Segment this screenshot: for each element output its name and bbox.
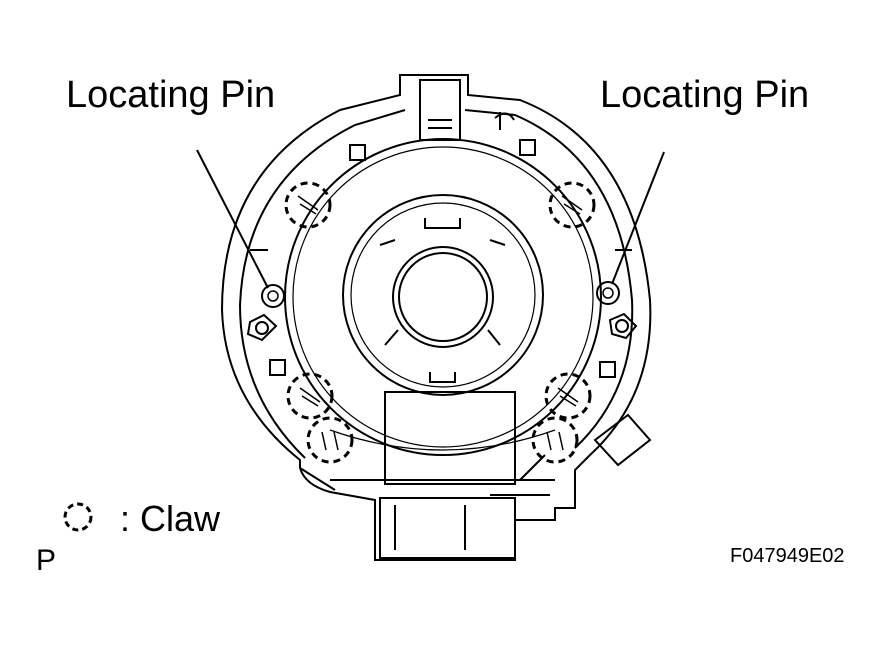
housing-outline xyxy=(220,74,652,561)
locating-pin-label-right: Locating Pin xyxy=(600,74,810,116)
hub-key-top xyxy=(424,218,461,229)
hub-bore-inner xyxy=(398,252,488,342)
mount-boss-left xyxy=(246,313,278,342)
locating-pin-right xyxy=(596,281,620,305)
claw-upper-left xyxy=(284,181,332,229)
bottom-connector-block xyxy=(384,391,516,485)
top-connector-detail xyxy=(428,112,515,130)
locating-pin-left xyxy=(261,284,285,308)
hub-mid xyxy=(350,202,536,388)
leader-line-left xyxy=(196,149,269,289)
leader-line-right xyxy=(611,151,665,285)
claw-upper-right xyxy=(548,181,596,229)
view-letter: P xyxy=(36,544,57,577)
hub-key-bottom xyxy=(429,372,456,383)
claw-lower-left-2 xyxy=(306,416,354,464)
figure-code: F047949E02 xyxy=(730,545,845,567)
housing-inner-rim xyxy=(238,109,634,459)
mount-boss-right xyxy=(608,312,638,340)
housing-detail-marks xyxy=(250,139,632,378)
lower-arc xyxy=(329,429,556,451)
bottom-connector-detail xyxy=(299,454,555,550)
hub-bore-outer xyxy=(392,246,494,348)
rotor-ring-inner xyxy=(292,146,594,448)
hub-inner-tabs xyxy=(379,239,506,346)
claw-lower-right-1 xyxy=(544,372,592,420)
top-connector xyxy=(419,79,461,141)
claw-lower-left-1 xyxy=(286,372,334,420)
legend-claw-label: : Claw xyxy=(120,498,221,539)
rotor-ring-outer xyxy=(284,138,602,456)
bottom-connector-lower xyxy=(379,497,516,559)
side-connector xyxy=(593,413,652,467)
claw-lower-right-2 xyxy=(531,416,579,464)
hub-outer xyxy=(342,194,544,396)
dashed-circle-icon xyxy=(63,502,93,532)
locating-pin-label-left: Locating Pin xyxy=(66,74,276,116)
